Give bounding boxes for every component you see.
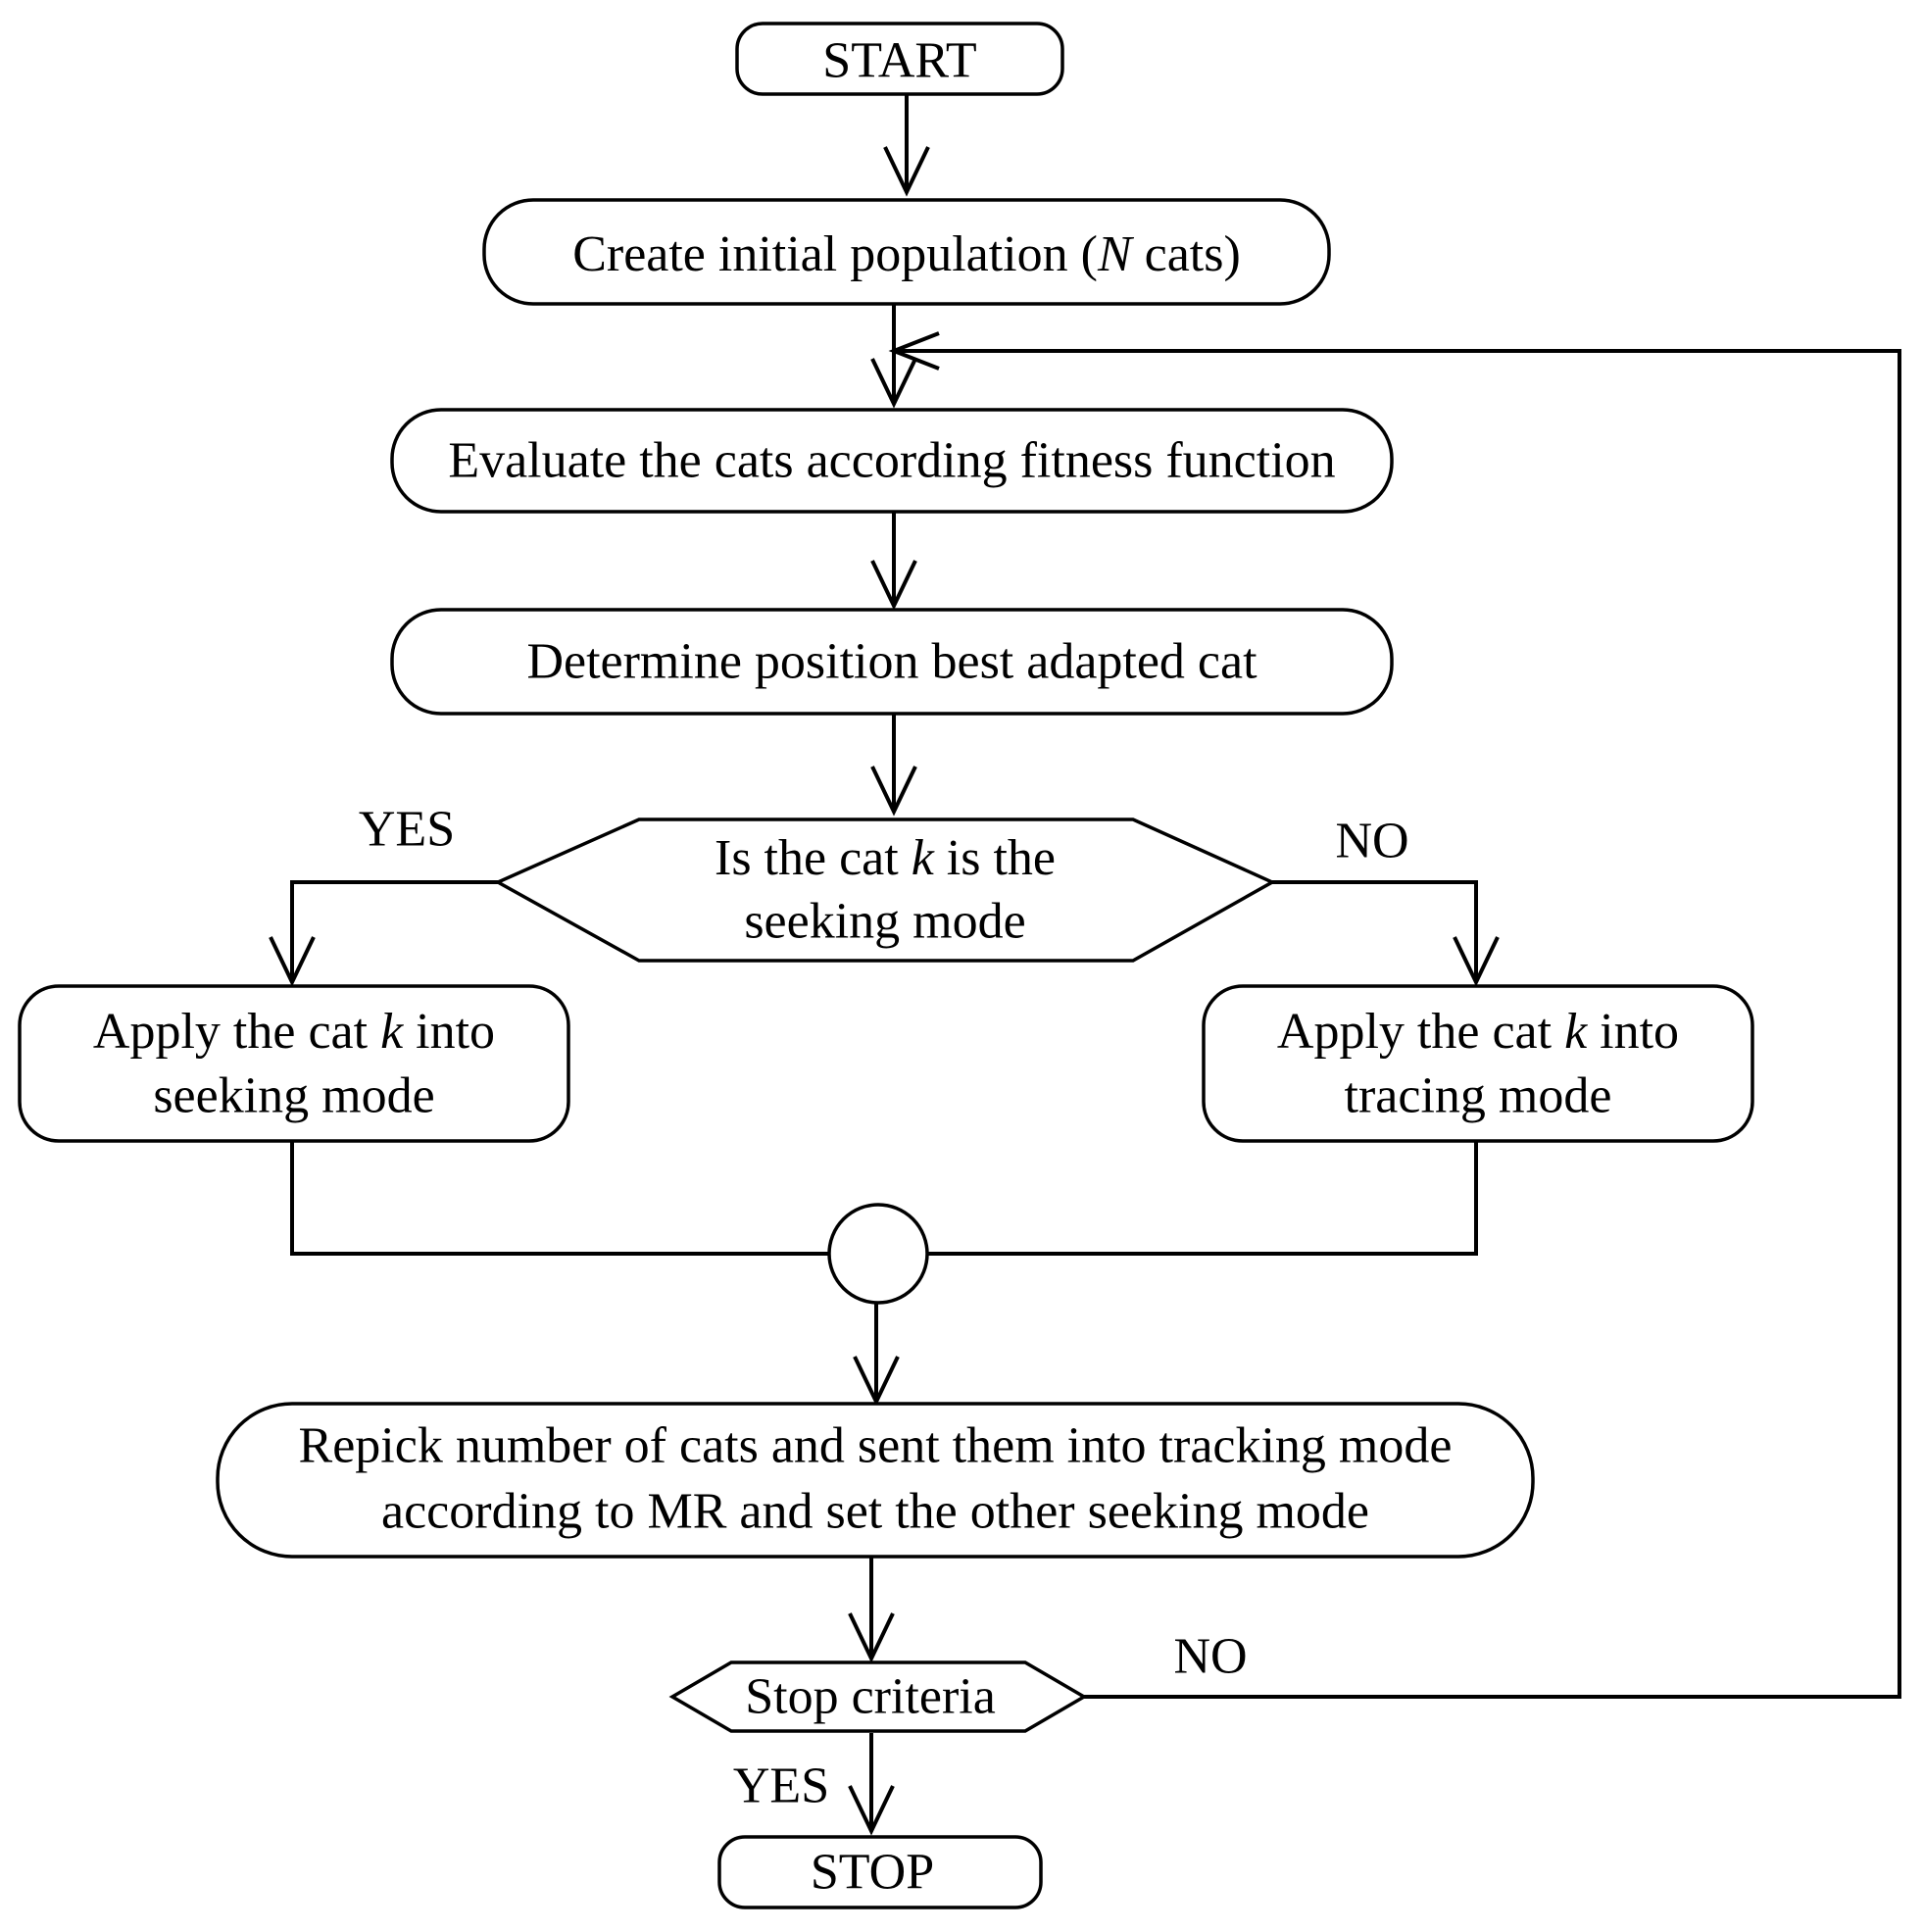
seeking-line1-post: into — [403, 1004, 495, 1060]
tracing-label-line1: Apply the cat k into — [1277, 1004, 1679, 1060]
decision-line1-pre: Is the cat — [715, 830, 912, 886]
node-start: START — [735, 22, 1064, 96]
edges — [269, 94, 1901, 1836]
edge-labels: YES NO NO YES — [359, 802, 1409, 1814]
seeking-mode-box — [18, 984, 570, 1143]
node-decision-seeking: Is the cat k is the seeking mode — [494, 817, 1276, 963]
determine-box — [390, 608, 1394, 716]
edge-decision-to-tracing — [1272, 880, 1478, 982]
decision-hexagon — [494, 817, 1276, 963]
arrowhead-tracing — [1453, 936, 1500, 987]
variable-k: k — [912, 830, 935, 886]
node-determine: Determine position best adapted cat — [390, 608, 1394, 716]
decision-line1-post: is the — [934, 830, 1056, 886]
variable-n: N — [1097, 226, 1135, 282]
start-terminal — [735, 22, 1064, 96]
arrowhead-seeking — [269, 936, 316, 987]
edge-tracing-to-junction — [928, 1141, 1478, 1256]
node-evaluate: Evaluate the cats according fitness func… — [390, 408, 1394, 514]
arrowhead-stop — [848, 1785, 895, 1836]
start-label: START — [822, 33, 976, 89]
arrowhead-determine — [870, 560, 917, 611]
repick-label-line2: according to MR and set the other seekin… — [381, 1484, 1369, 1540]
node-junction — [827, 1203, 929, 1305]
node-create-population: Create initial population (N cats) — [482, 198, 1331, 306]
arrowhead-criteria — [848, 1612, 895, 1663]
create-population-box — [482, 198, 1331, 306]
evaluate-box — [390, 408, 1394, 514]
create-label-post: cats) — [1132, 226, 1241, 282]
arrowhead-evaluate — [870, 358, 917, 409]
node-repick: Repick number of cats and sent them into… — [216, 1402, 1535, 1559]
decision-no-label: NO — [1335, 814, 1408, 869]
tracing-mode-box — [1202, 984, 1754, 1143]
node-stop: STOP — [717, 1835, 1043, 1909]
seeking-label-line2: seeking mode — [153, 1068, 434, 1124]
edge-seeking-to-junction — [290, 1141, 828, 1256]
node-seeking-mode: Apply the cat k into seeking mode — [18, 984, 570, 1143]
arrowhead-loop-back — [888, 331, 940, 371]
repick-label-line1: Repick number of cats and sent them into… — [299, 1418, 1453, 1474]
tracing-line1-pre: Apply the cat — [1277, 1004, 1564, 1060]
create-label-pre: Create initial population ( — [572, 226, 1098, 282]
edge-decision-to-seeking — [290, 880, 498, 982]
variable-k: k — [1564, 1004, 1588, 1060]
stop-label: STOP — [811, 1845, 934, 1901]
edge-loop-back — [894, 349, 1901, 1699]
stop-criteria-label: Stop criteria — [745, 1669, 996, 1725]
stop-criteria-hexagon — [668, 1660, 1088, 1733]
decision-yes-label: YES — [359, 802, 455, 858]
repick-box — [216, 1402, 1535, 1559]
variable-k: k — [380, 1004, 404, 1060]
arrowhead-decision — [870, 766, 917, 817]
decision-label-line1: Is the cat k is the — [715, 830, 1056, 886]
criteria-yes-label: YES — [733, 1759, 829, 1814]
evaluate-label: Evaluate the cats according fitness func… — [448, 433, 1335, 489]
node-tracing-mode: Apply the cat k into tracing mode — [1202, 984, 1754, 1143]
criteria-no-label: NO — [1173, 1629, 1247, 1685]
seeking-label-line1: Apply the cat k into — [93, 1004, 495, 1060]
arrowhead-create — [883, 146, 930, 197]
determine-label: Determine position best adapted cat — [526, 634, 1257, 690]
tracing-line1-post: into — [1587, 1004, 1679, 1060]
junction-circle — [827, 1203, 929, 1305]
tracing-label-line2: tracing mode — [1345, 1068, 1612, 1124]
node-stop-criteria: Stop criteria — [668, 1660, 1088, 1733]
arrowhead-repick — [853, 1356, 900, 1407]
decision-label-line2: seeking mode — [744, 894, 1025, 950]
stop-terminal — [717, 1835, 1043, 1909]
seeking-line1-pre: Apply the cat — [93, 1004, 380, 1060]
create-population-label: Create initial population (N cats) — [572, 226, 1241, 282]
